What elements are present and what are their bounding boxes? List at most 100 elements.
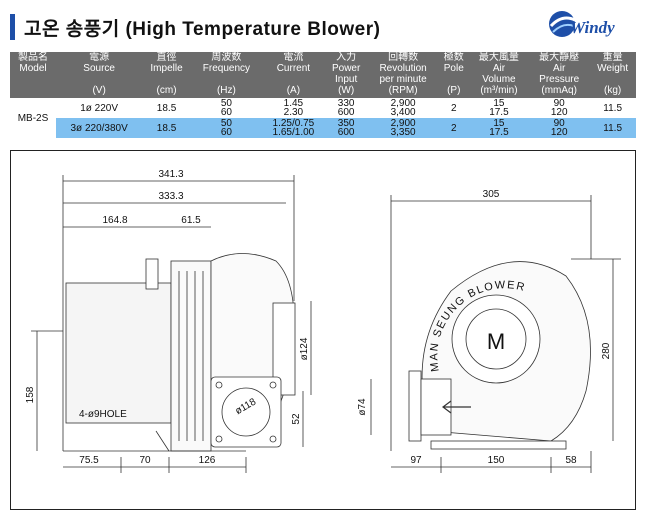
column-header-en: Impelle: [150, 63, 183, 74]
dim-label-outlet: ø124: [299, 337, 310, 360]
column-unit: (P): [438, 85, 469, 98]
column-unit: (RPM): [367, 85, 439, 98]
dim-label-bottom-b: 70: [139, 455, 151, 466]
column-unit: (m³/min): [468, 85, 530, 98]
table-cell-weight: 11.5: [603, 102, 623, 114]
side-view: [31, 175, 312, 473]
table-cell-impeller: 18.5: [142, 118, 191, 138]
table-cell-pole: 2: [450, 102, 457, 114]
table-cell-source: 1ø 220V: [80, 102, 119, 114]
table-cell-value: 3,350: [390, 127, 416, 138]
dim-label-flange: 52: [291, 413, 302, 425]
table-cell-value: 60: [220, 127, 232, 138]
column-unit: (mmAq): [529, 85, 590, 98]
table-cell-value: 2,900: [390, 118, 416, 129]
drawing-svg: 341.3 333.3 164.8 61.5 158 75.5 70 126 ø…: [25, 169, 621, 473]
table-cell-value: 2.30: [283, 107, 304, 118]
dim-label-front-middle: 150: [488, 455, 505, 466]
table-cell-value: 50: [220, 98, 232, 109]
column-unit: (Hz): [190, 85, 262, 98]
dim-label-height: 158: [25, 386, 36, 403]
page-title: 고온 송풍기 (High Temperature Blower): [24, 14, 380, 41]
table-cell-value: 120: [550, 127, 568, 138]
inlet-flange: [210, 376, 282, 448]
column-header-ko: 直徑: [156, 52, 177, 63]
table-cell-value: 1.25/0.75: [272, 118, 315, 129]
title-bar: 고온 송풍기 (High Temperature Blower): [10, 12, 400, 42]
table-cell-value: 50: [220, 118, 232, 129]
dim-label-overall: 341.3: [158, 169, 183, 180]
column-header-ko: 入力: [336, 52, 357, 63]
column-header-ko: 最大風量: [478, 52, 519, 63]
table-cell-value: 600: [337, 107, 355, 118]
title-accent: [10, 14, 15, 40]
table-cell-weight: 11.5: [589, 118, 636, 138]
dim-label-bottom-c: 126: [199, 455, 216, 466]
front-base: [430, 440, 567, 450]
column-header-en: Air Volume: [482, 63, 516, 85]
logo-swoosh-icon: [549, 11, 576, 37]
table-cell-value: 15: [493, 118, 505, 129]
column-header-ko: 電流: [283, 52, 304, 63]
table-cell-impeller: 18.5: [156, 102, 177, 114]
model-cell: MB-2S: [17, 112, 49, 124]
column-unit: (cm): [142, 85, 191, 98]
dim-label-hole: 4-ø9HOLE: [79, 409, 127, 420]
side-view-labels: 341.3 333.3 164.8 61.5 158 75.5 70 126 ø…: [25, 169, 310, 466]
title-korean: 고온 송풍기: [24, 19, 120, 40]
dim-label-front-left: 97: [410, 455, 422, 466]
dim-label-front-outlet: ø74: [357, 398, 368, 416]
dim-label-width: 305: [483, 189, 500, 200]
table-cell-value: 60: [220, 107, 232, 118]
table-cell-value: 350: [337, 118, 355, 129]
column-header-en: Frequency: [202, 63, 251, 74]
terminal-box: [145, 258, 159, 290]
column-header-en: Pole: [443, 63, 464, 74]
dim-label-body: 333.3: [158, 191, 183, 202]
table-cell-value: 90: [553, 118, 565, 129]
table-cell-value: 15: [493, 98, 505, 109]
column-unit: (V): [56, 85, 143, 98]
dim-label-b: 61.5: [181, 215, 201, 226]
column-unit: [10, 85, 57, 98]
column-header-en: Power Input: [331, 63, 361, 85]
column-header-en: Current: [276, 63, 311, 74]
column-unit: (A): [261, 85, 325, 98]
column-header-en: Revolution per minute: [379, 63, 427, 85]
column-header-en: Air Pressure: [539, 63, 580, 85]
column-unit: (kg): [589, 85, 636, 98]
table-cell-value: 1.45: [283, 98, 304, 109]
table-cell-value: 330: [337, 98, 355, 109]
technical-drawing: 341.3 333.3 164.8 61.5 158 75.5 70 126 ø…: [10, 150, 636, 510]
table-cell-value: 17.5: [489, 127, 509, 138]
column-header-en: Weight: [597, 63, 629, 74]
table-cell-value: 90: [553, 98, 565, 109]
column-header-ko: 回轉数: [388, 52, 419, 63]
column-header-ko: 最大靜壓: [539, 52, 580, 63]
column-header-ko: 極数: [443, 52, 464, 63]
outlet-flange: [272, 302, 296, 396]
dim-label-front-right: 58: [565, 455, 577, 466]
motor-mark: M: [487, 329, 505, 354]
table-cell-value: 600: [337, 127, 355, 138]
brand-logo: Windy: [548, 6, 638, 42]
title-english: (High Temperature Blower): [125, 19, 381, 40]
front-outlet: [408, 370, 422, 442]
